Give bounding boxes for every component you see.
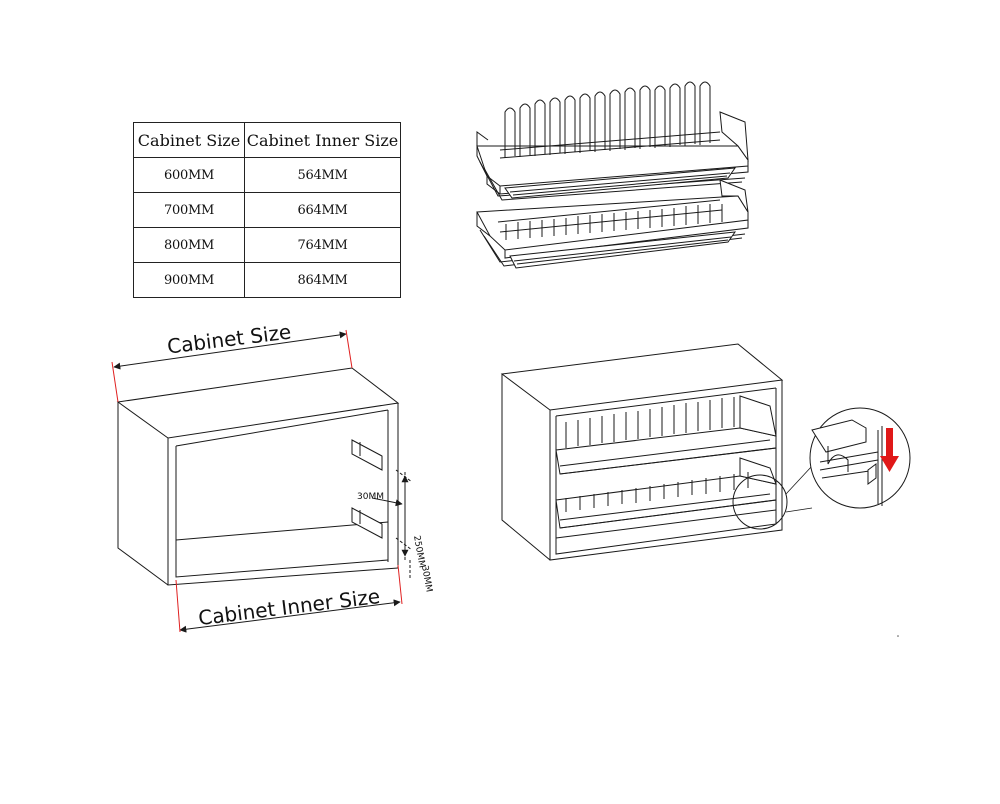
bowl-rack-wires bbox=[505, 204, 723, 240]
table-header-row: Cabinet Size Cabinet Inner Size bbox=[133, 122, 401, 158]
installed-plate-hooks bbox=[565, 397, 735, 448]
inner-size-label: Cabinet Inner Size bbox=[197, 584, 381, 630]
dish-racks-illustration bbox=[476, 81, 749, 269]
table-row: 700MM 664MM bbox=[133, 192, 401, 228]
stray-dot bbox=[897, 635, 899, 637]
inner-size-dimension: Cabinet Inner Size bbox=[175, 564, 403, 633]
detail-callout-circle bbox=[732, 474, 788, 530]
spacing-label: 250MM bbox=[411, 535, 427, 569]
installed-plate-rack bbox=[555, 395, 777, 475]
table-row: 800MM 764MM bbox=[133, 227, 401, 263]
table-row: 900MM 864MM bbox=[133, 262, 401, 298]
bottom-offset-label: 30MM bbox=[419, 565, 434, 593]
plate-rack bbox=[476, 81, 749, 201]
installed-cabinet-box bbox=[500, 343, 784, 561]
installed-cabinet-drawing bbox=[500, 343, 813, 561]
inner-size-cell: 864MM bbox=[244, 262, 401, 298]
cabinet-box bbox=[116, 367, 400, 586]
inner-size-cell: 764MM bbox=[244, 227, 401, 263]
installed-bowl-wires bbox=[565, 472, 749, 512]
detail-magnified-view bbox=[809, 407, 911, 509]
offset-label: 30MM bbox=[357, 492, 384, 502]
cabinet-size-cell: 900MM bbox=[133, 262, 245, 298]
column-header-inner-size: Cabinet Inner Size bbox=[244, 122, 401, 158]
cabinet-size-dimension: Cabinet Size bbox=[111, 320, 353, 403]
mounting-brackets bbox=[351, 439, 383, 539]
cabinet-size-table: Cabinet Size Cabinet Inner Size 600MM 56… bbox=[133, 122, 401, 298]
bowl-rack bbox=[476, 179, 749, 269]
installation-arrow-icon bbox=[880, 428, 899, 472]
inner-size-cell: 664MM bbox=[244, 192, 401, 228]
column-header-cabinet-size: Cabinet Size bbox=[133, 122, 245, 158]
cabinet-size-cell: 800MM bbox=[133, 227, 245, 263]
empty-cabinet-drawing bbox=[116, 367, 413, 586]
cabinet-size-label: Cabinet Size bbox=[166, 320, 293, 359]
inner-size-cell: 564MM bbox=[244, 157, 401, 193]
table-row: 600MM 564MM bbox=[133, 157, 401, 193]
plate-rack-hooks bbox=[504, 81, 711, 158]
